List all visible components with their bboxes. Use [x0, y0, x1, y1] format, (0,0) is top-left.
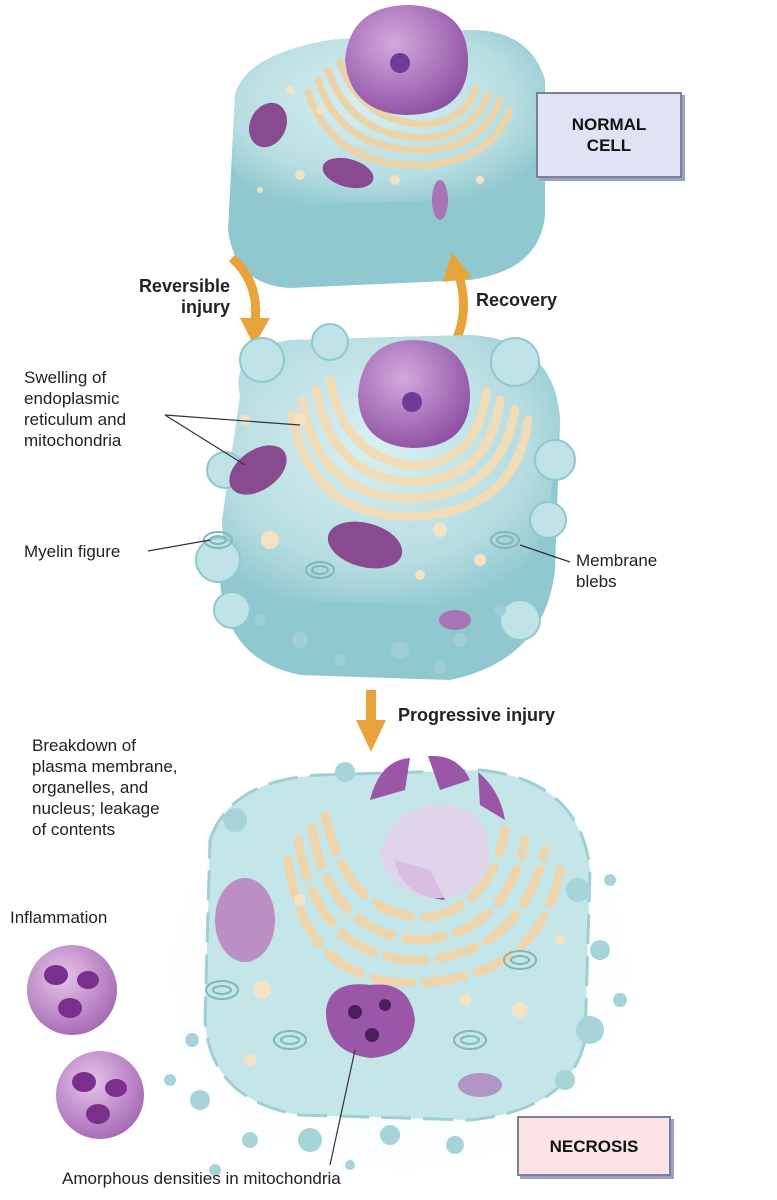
- swelling-label: Swelling of endoplasmic reticulum and mi…: [24, 367, 126, 451]
- membrane-blebs-label: Membrane blebs: [576, 550, 657, 592]
- reversible-injury-label: Reversible injury: [118, 276, 230, 318]
- leader-swelling-mito: [165, 415, 245, 465]
- myelin-figure-label: Myelin figure: [24, 541, 120, 562]
- normal-cell: [228, 5, 545, 288]
- necrotic-vesicle: [458, 1073, 502, 1097]
- normal-vesicle: [432, 180, 448, 220]
- swollen-vesicle: [439, 610, 471, 630]
- amorphous-densities-label: Amorphous densities in mitochondria: [62, 1168, 341, 1189]
- breakdown-label: Breakdown of plasma membrane, organelles…: [32, 735, 178, 840]
- inflammatory-cell: [27, 945, 117, 1035]
- necrosis-box: NECROSIS: [517, 1116, 671, 1176]
- progressive-injury-label: Progressive injury: [398, 705, 555, 726]
- inflammatory-cell: [56, 1051, 144, 1139]
- recovery-label: Recovery: [476, 290, 557, 311]
- inflammation-label: Inflammation: [10, 907, 107, 928]
- normal-cell-box: NORMAL CELL: [536, 92, 682, 178]
- normal-nucleolus: [390, 53, 410, 73]
- necrotic-mitochondrion: [215, 878, 275, 962]
- swollen-cell: [196, 324, 575, 680]
- swollen-nucleolus: [402, 392, 422, 412]
